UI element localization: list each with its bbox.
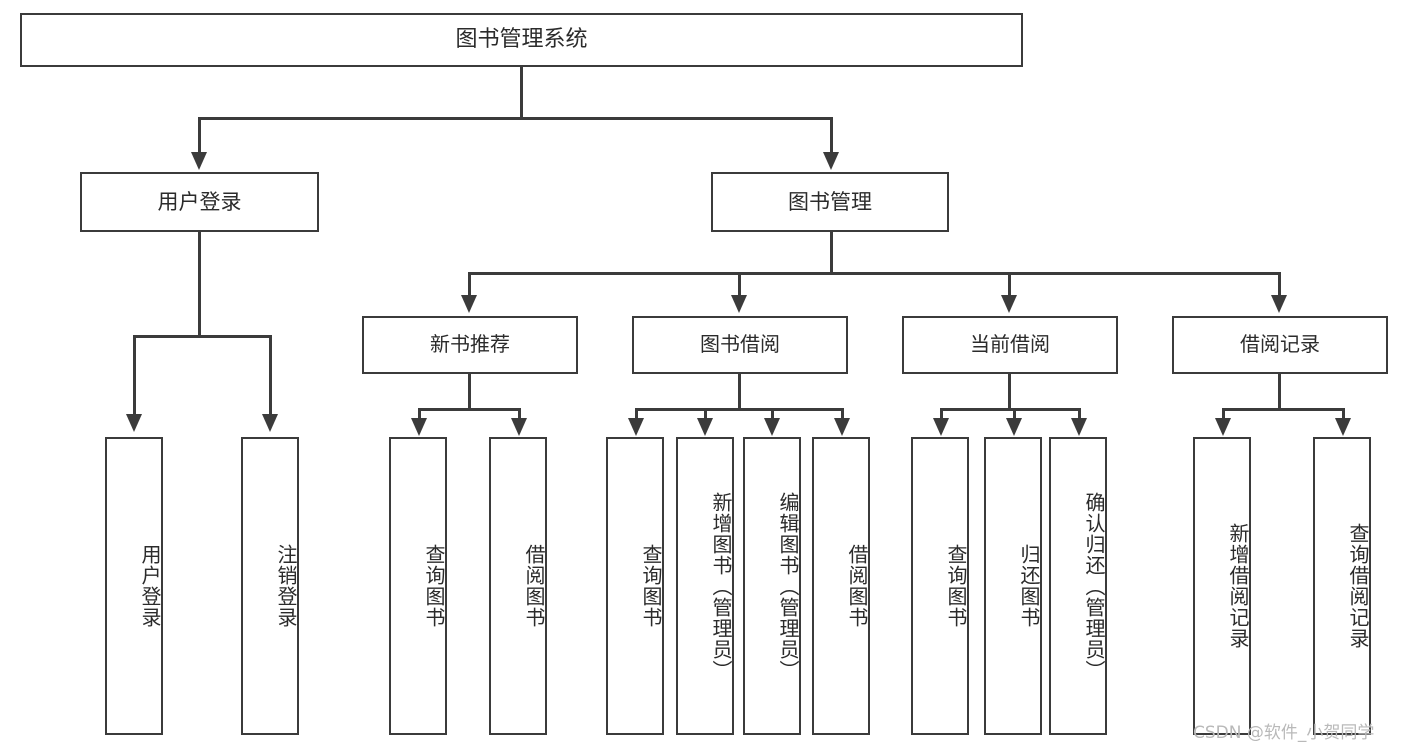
leaf-book-borrow-query[interactable]: 查询图书	[606, 437, 664, 735]
connector-root-bus	[198, 117, 832, 120]
connector-borrow-records-child-1	[1222, 408, 1225, 420]
leaf-new-book-borrow[interactable]: 借阅图书	[489, 437, 547, 735]
leaf-label: 查询图书	[422, 544, 446, 628]
node-label: 图书管理	[788, 189, 872, 214]
leaf-book-borrow-borrow[interactable]: 借阅图书	[812, 437, 870, 735]
connector-book-mgmt-child-1	[468, 272, 471, 296]
connector-user-login-child-1	[133, 335, 136, 415]
connector-book-borrow-child-3	[771, 408, 774, 420]
leaf-current-borrow-query[interactable]: 查询图书	[911, 437, 969, 735]
connector-book-mgmt-child-2	[738, 272, 741, 296]
node-current-borrow[interactable]: 当前借阅	[902, 316, 1118, 374]
connector-borrow-records-bus	[1222, 408, 1344, 411]
arrowhead-current-borrow-leaf-1	[933, 418, 949, 436]
connector-current-borrow-child-2	[1013, 408, 1016, 420]
leaf-current-borrow-confirm[interactable]: 确认归还（管理员）	[1049, 437, 1107, 735]
leaf-borrow-records-query[interactable]: 查询借阅记录	[1313, 437, 1371, 735]
arrowhead-current-borrow	[1001, 295, 1017, 313]
arrowhead-user-login-leaf-1	[126, 414, 142, 432]
leaf-label: 借阅图书	[845, 544, 869, 628]
arrowhead-user-login	[191, 152, 207, 170]
connector-new-book-child-2	[518, 408, 521, 420]
connector-current-borrow-child-1	[940, 408, 943, 420]
connector-current-borrow-bus	[940, 408, 1080, 411]
node-user-login[interactable]: 用户登录	[80, 172, 319, 232]
connector-book-borrow-child-1	[635, 408, 638, 420]
leaf-label: 注销登录	[274, 544, 298, 628]
leaf-label: 确认归还（管理员）	[1082, 491, 1106, 681]
node-label: 图书管理系统	[455, 27, 588, 53]
connector-user-login-bus	[133, 335, 271, 338]
arrowhead-borrow-records-leaf-1	[1215, 418, 1231, 436]
leaf-label: 新增借阅记录	[1226, 523, 1250, 649]
connector-borrow-records-stem	[1278, 374, 1281, 408]
node-book-management[interactable]: 图书管理	[711, 172, 949, 232]
connector-book-mgmt-child-4	[1278, 272, 1281, 296]
connector-new-book-stem	[468, 374, 471, 408]
connector-new-book-bus	[418, 408, 520, 411]
arrowhead-book-borrow-leaf-2	[697, 418, 713, 436]
leaf-book-borrow-edit[interactable]: 编辑图书（管理员）	[743, 437, 801, 735]
leaf-label: 归还图书	[1017, 544, 1041, 628]
leaf-label: 查询借阅记录	[1346, 523, 1370, 649]
connector-book-borrow-bus	[635, 408, 843, 411]
leaf-user-login-logout[interactable]: 注销登录	[241, 437, 299, 735]
connector-current-borrow-stem	[1008, 374, 1011, 408]
connector-book-borrow-child-4	[841, 408, 844, 420]
connector-borrow-records-child-2	[1342, 408, 1345, 420]
node-label: 用户登录	[157, 189, 242, 214]
connector-root-to-book-mgmt	[830, 117, 833, 153]
connector-user-login-stem	[198, 232, 201, 335]
leaf-label: 用户登录	[138, 544, 162, 628]
arrowhead-book-borrow-leaf-1	[628, 418, 644, 436]
arrowhead-book-mgmt	[823, 152, 839, 170]
arrowhead-borrow-records-leaf-2	[1335, 418, 1351, 436]
connector-user-login-child-2	[269, 335, 272, 415]
leaf-label: 编辑图书（管理员）	[776, 491, 800, 681]
connector-current-borrow-child-3	[1078, 408, 1081, 420]
node-label: 借阅记录	[1240, 332, 1320, 357]
arrowhead-borrow-records	[1271, 295, 1287, 313]
connector-root-stem	[520, 67, 523, 117]
node-book-borrow[interactable]: 图书借阅	[632, 316, 848, 374]
connector-new-book-child-1	[418, 408, 421, 420]
leaf-user-login-login[interactable]: 用户登录	[105, 437, 163, 735]
leaf-borrow-records-add[interactable]: 新增借阅记录	[1193, 437, 1251, 735]
arrowhead-current-borrow-leaf-2	[1006, 418, 1022, 436]
connector-book-borrow-child-2	[704, 408, 707, 420]
connector-book-borrow-stem	[738, 374, 741, 408]
node-label: 图书借阅	[700, 332, 780, 357]
arrowhead-new-book-recommend	[461, 295, 477, 313]
node-label: 当前借阅	[970, 332, 1050, 357]
arrowhead-new-book-leaf-2	[511, 418, 527, 436]
leaf-label: 查询图书	[944, 544, 968, 628]
leaf-label: 新增图书（管理员）	[709, 491, 733, 681]
node-borrow-records[interactable]: 借阅记录	[1172, 316, 1388, 374]
node-new-book-recommend[interactable]: 新书推荐	[362, 316, 578, 374]
connector-book-mgmt-stem	[830, 232, 833, 272]
connector-root-to-user-login	[198, 117, 201, 153]
connector-book-mgmt-bus	[468, 272, 1280, 275]
watermark-csdn: CSDN @软件_小贺同学	[1193, 723, 1375, 743]
arrowhead-current-borrow-leaf-3	[1071, 418, 1087, 436]
node-label: 新书推荐	[430, 332, 510, 357]
connector-book-mgmt-child-3	[1008, 272, 1011, 296]
node-root-system[interactable]: 图书管理系统	[20, 13, 1023, 67]
leaf-label: 借阅图书	[522, 544, 546, 628]
leaf-book-borrow-add[interactable]: 新增图书（管理员）	[676, 437, 734, 735]
arrowhead-book-borrow-leaf-3	[764, 418, 780, 436]
arrowhead-book-borrow	[731, 295, 747, 313]
leaf-label: 查询图书	[639, 544, 663, 628]
leaf-new-book-query[interactable]: 查询图书	[389, 437, 447, 735]
arrowhead-user-login-leaf-2	[262, 414, 278, 432]
arrowhead-book-borrow-leaf-4	[834, 418, 850, 436]
leaf-current-borrow-return[interactable]: 归还图书	[984, 437, 1042, 735]
arrowhead-new-book-leaf-1	[411, 418, 427, 436]
